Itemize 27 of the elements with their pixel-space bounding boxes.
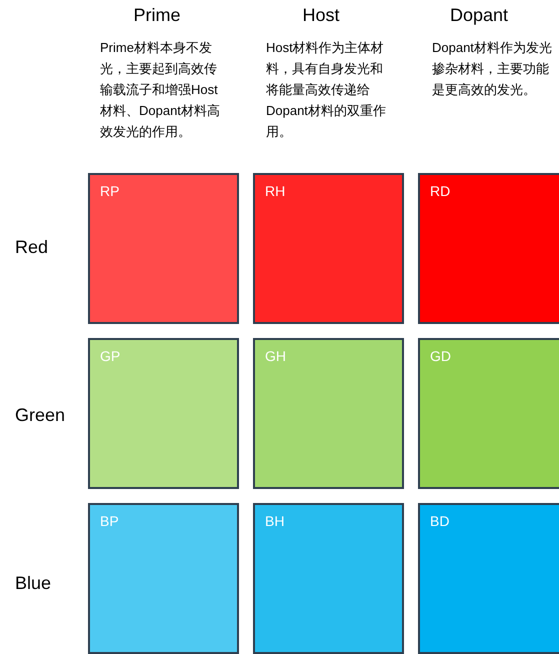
square-code: RD — [430, 183, 450, 199]
color-square — [253, 338, 404, 489]
color-square — [88, 173, 239, 324]
row-label: Red — [15, 237, 48, 258]
row-label: Green — [15, 405, 66, 426]
square-code: BP — [100, 513, 119, 529]
row-label: Blue — [15, 573, 52, 594]
description-text: Prime材料本身不发光，主要起到高效传输载流子和增强Host材料、Dopant材料高效发光的作用。 — [100, 39, 221, 141]
color-square — [418, 173, 559, 324]
column-heading: Dopant — [448, 5, 510, 26]
square-code: GD — [430, 348, 451, 364]
column-heading: Prime — [132, 5, 182, 26]
color-square — [418, 503, 559, 654]
square-code: GP — [100, 348, 120, 364]
square-code: GH — [265, 348, 286, 364]
color-square — [418, 338, 559, 489]
square-code: BD — [430, 513, 450, 529]
square-code: RH — [265, 183, 286, 199]
color-square — [88, 338, 239, 489]
color-square — [253, 503, 404, 654]
description-text: Host材料作为主体材料，具有自身发光和将能量高效传递给Dopant材料的双重作用。 — [266, 39, 387, 141]
description-text: Dopant材料作为发光掺杂材料，主要功能是更高效的发光。 — [432, 39, 553, 99]
color-square — [253, 173, 404, 324]
column-heading: Host — [301, 5, 340, 26]
square-code: BH — [265, 513, 284, 529]
color-square — [88, 503, 239, 654]
square-code: RP — [100, 183, 120, 199]
